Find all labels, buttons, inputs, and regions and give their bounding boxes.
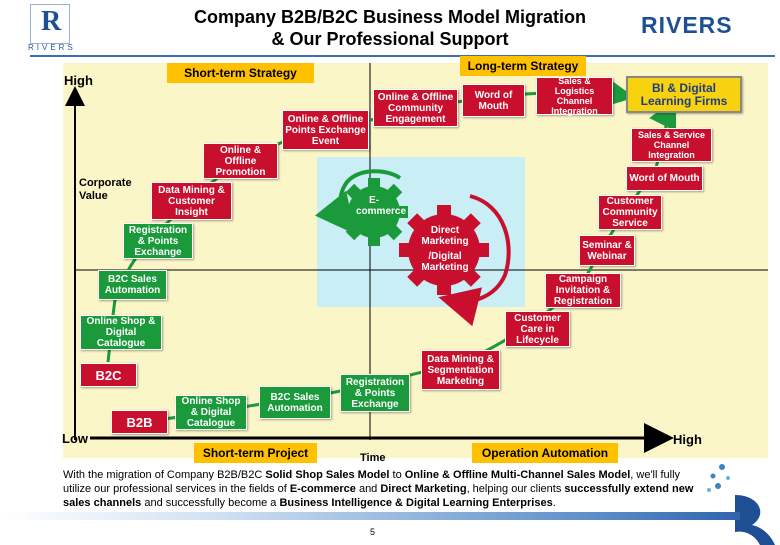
- direct-marketing-label-line-1: Direct Marketing: [421, 225, 469, 247]
- b2c-step-9: Sales & Logistics Channel Integration: [536, 76, 613, 116]
- short-term-strategy-label: Short-term Strategy: [167, 63, 314, 83]
- caption-bold-1: Solid Shop Sales Model: [265, 469, 390, 481]
- company-logo: R: [30, 4, 70, 44]
- direct-marketing-gear-label: Direct Marketing /Digital Marketing: [412, 225, 478, 273]
- summary-caption: With the migration of Company B2B/B2C So…: [63, 468, 703, 510]
- brand-name: RIVERS: [641, 12, 733, 38]
- b2c-step-6: Online & Offline Points Exchange Event: [282, 110, 369, 150]
- caption-text-4: and: [355, 483, 381, 495]
- b2b-step-5: Customer Care in Lifecycle: [505, 311, 570, 347]
- y-axis-high-label: High: [64, 73, 93, 88]
- page-number: 5: [370, 527, 376, 537]
- footer-bar: [0, 512, 740, 520]
- caption-text-1: With the migration of Company B2B/B2C: [63, 469, 266, 481]
- x-axis-title: Time: [360, 452, 386, 464]
- header-divider: [30, 55, 775, 57]
- caption-bold-4: Direct Marketing: [380, 483, 467, 495]
- title-line-1: Company B2B/B2C Business Model Migration: [193, 7, 587, 27]
- b2b-step-10: Sales & Service Channel Integration: [631, 128, 712, 162]
- b2c-step-4: Data Mining & Customer Insight: [151, 182, 232, 220]
- b2c-step-3: Registration & Points Exchange: [123, 223, 193, 259]
- b2c-step-7: Online & Offline Community Engagement: [373, 89, 458, 127]
- y-axis-title: Corporate Value: [79, 177, 132, 203]
- operation-automation-label: Operation Automation: [472, 443, 618, 463]
- direct-marketing-gear-icon: [399, 205, 489, 295]
- b2c-step-1: Online Shop & Digital Catalogue: [80, 315, 162, 350]
- b2b-step-7: Seminar & Webinar: [579, 235, 635, 266]
- logo-wordmark: RIVERS: [28, 43, 76, 52]
- caption-text-7: .: [552, 497, 556, 509]
- rivers-droplet-logo-icon: [707, 464, 775, 545]
- caption-bold-3: E-commerce: [289, 483, 356, 495]
- x-axis-low-label: Low: [62, 431, 88, 446]
- title-line-2: & Our Professional Support: [271, 29, 509, 49]
- caption-bold-2: Online & Offline Multi-Channel Sales Mod…: [404, 469, 631, 481]
- ecommerce-cycle-arrow: [314, 169, 402, 235]
- b2b-step-9: Word of Mouth: [626, 166, 703, 191]
- caption-text-6: and successfully become a: [141, 497, 280, 509]
- caption-bold-6: Business Intelligence & Digital Learning…: [279, 497, 553, 509]
- y-axis-title-line-2: Value: [79, 190, 108, 202]
- b2b-step-3: Registration & Points Exchange: [340, 374, 410, 412]
- goal-box: BI & Digital Learning Firms: [626, 76, 742, 113]
- x-axis-high-label: High: [673, 432, 702, 447]
- logo-letter: R: [41, 6, 62, 37]
- b2c-start-box: B2C: [80, 363, 137, 387]
- caption-text-3: , we'll fully utilize our professional s…: [63, 469, 681, 495]
- b2c-step-2: B2C Sales Automation: [98, 270, 167, 300]
- direct-marketing-cycle-arrow: [438, 194, 511, 327]
- slide-title: Company B2B/B2C Business Model Migration…: [150, 6, 630, 50]
- ecommerce-gear-label: E-commerce: [356, 195, 407, 217]
- long-term-strategy-label: Long-term Strategy: [460, 56, 586, 76]
- caption-text-2: to: [389, 469, 405, 481]
- caption-bold-5: successfully extend new sales channels: [63, 483, 694, 509]
- b2b-step-2: B2C Sales Automation: [259, 386, 331, 419]
- b2b-step-8: Customer Community Service: [598, 195, 662, 230]
- b2c-step-5: Online & Offline Promotion: [203, 143, 278, 179]
- caption-text-5: , helping our clients: [466, 483, 565, 495]
- short-term-project-label: Short-term Project: [194, 443, 317, 463]
- b2b-step-4: Data Mining & Segmentation Marketing: [421, 350, 500, 390]
- b2b-start-box: B2B: [111, 410, 168, 434]
- b2b-step-6: Campaign Invitation & Registration: [545, 273, 621, 308]
- b2b-step-1: Online Shop & Digital Catalogue: [175, 395, 247, 430]
- y-axis-title-line-1: Corporate: [79, 177, 132, 189]
- b2c-step-8: Word of Mouth: [462, 84, 525, 117]
- direct-marketing-label-line-2: /Digital Marketing: [421, 251, 469, 273]
